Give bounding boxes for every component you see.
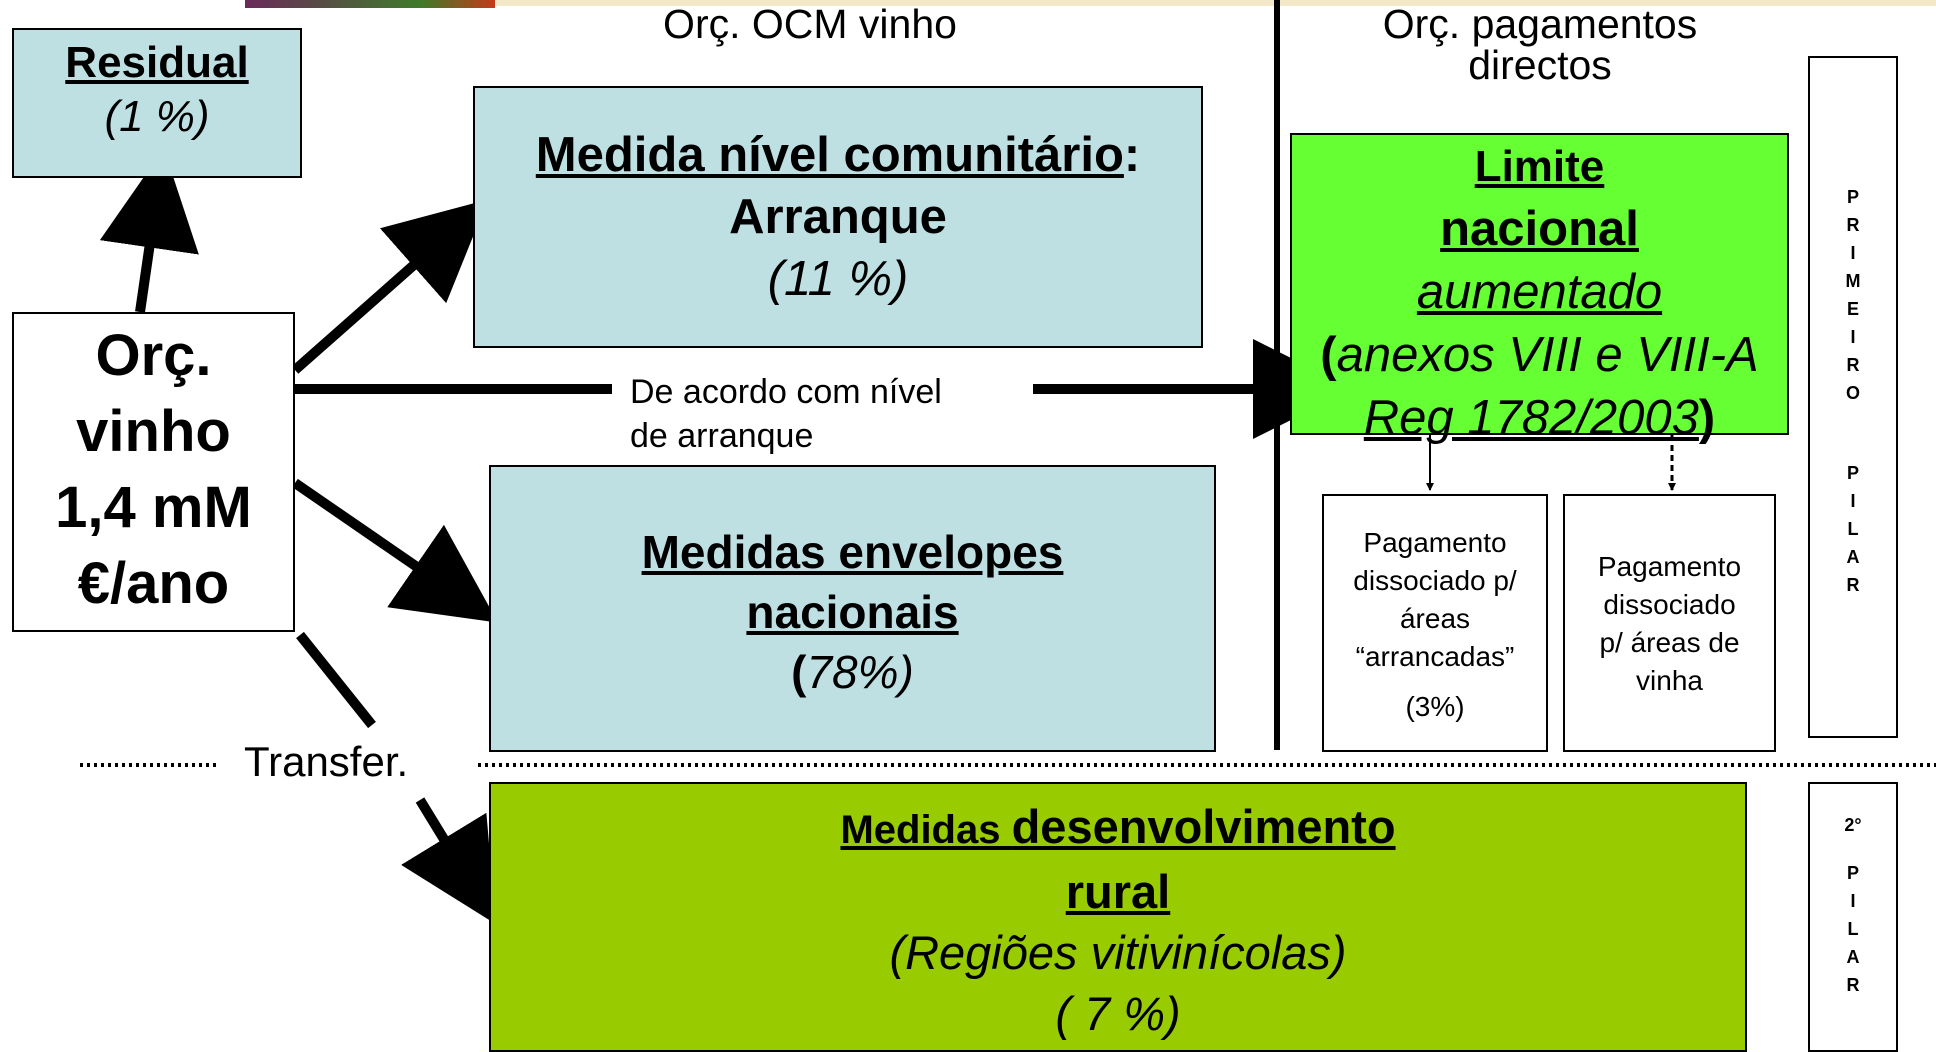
arrow-to-envelopes xyxy=(292,478,498,623)
desenvolvimento-pct: ( 7 %) xyxy=(1055,987,1181,1040)
arrow-to-residual xyxy=(99,148,199,313)
limite-line4: (anexos VIII e VIII-A xyxy=(1292,324,1787,387)
limite-nacional-box: Limite nacional aumentado (anexos VIII e… xyxy=(1290,133,1789,445)
medidas-envelopes-pct-rest: 78%) xyxy=(806,646,914,698)
residual-title: Residual xyxy=(65,38,249,87)
sp-0: 2° xyxy=(1844,815,1862,835)
pagamento-vinha-box: Pagamento dissociado p/ áreas de vinha xyxy=(1563,494,1776,752)
limite-line5-close: ) xyxy=(1698,391,1716,445)
pp-13: R xyxy=(1846,575,1860,595)
medida-comunitario-title: Medida nível comunitário xyxy=(535,128,1124,182)
sp-5: A xyxy=(1846,947,1860,967)
sp-6: R xyxy=(1846,975,1860,995)
limite-line3: aumentado xyxy=(1416,265,1663,319)
pp-12: A xyxy=(1846,547,1860,567)
medida-comunitario-box: Medida nível comunitário: Arranque (11 %… xyxy=(473,86,1203,348)
transfer-label: Transfer. xyxy=(240,738,413,786)
pag-arr-pct: (3%) xyxy=(1405,691,1465,722)
pp-4: E xyxy=(1846,299,1859,319)
orc-vinho-line3: 1,4 mM xyxy=(55,475,252,540)
sp-2: P xyxy=(1846,863,1859,883)
medida-comunitario-colon: : xyxy=(1123,128,1141,182)
sp-1 xyxy=(1808,839,1898,859)
header-accent-strip xyxy=(495,0,1936,6)
desenvolvimento-subtitle: (Regiões vitivinícolas) xyxy=(889,926,1347,979)
pagamento-arrancadas-box: Pagamento dissociado p/ áreas “arrancada… xyxy=(1322,494,1548,752)
arranque-label-line1: De acordo com nível xyxy=(630,373,942,411)
sp-4: L xyxy=(1847,919,1859,939)
desenvolvimento-title: Medidas desenvolvimento xyxy=(491,796,1745,861)
arrow-to-comunitario xyxy=(291,199,488,374)
orc-vinho-box: Orç. vinho 1,4 mM €/ano xyxy=(12,312,295,632)
pp-2: I xyxy=(1850,243,1856,263)
medidas-envelopes-title2: nacionais xyxy=(746,586,959,638)
pp-6: R xyxy=(1846,355,1860,375)
pp-3: M xyxy=(1845,271,1861,291)
medida-comunitario-pct: (11 %) xyxy=(767,252,909,306)
pp-11: L xyxy=(1847,519,1859,539)
medidas-envelopes-box: Medidas envelopes nacionais (78%) xyxy=(489,465,1216,752)
pp-7: O xyxy=(1845,383,1860,403)
pp-9: P xyxy=(1846,463,1859,483)
primeiro-pilar-box xyxy=(1808,56,1898,738)
limite-line4-open: ( xyxy=(1320,328,1337,382)
pag-vinha-line2: dissociado xyxy=(1603,589,1736,620)
limite-line1: Limite xyxy=(1474,142,1605,191)
desenvolvimento-rural-box: Medidas desenvolvimento rural (Regiões v… xyxy=(489,782,1747,1052)
medida-comunitario-title-line: Medida nível comunitário: xyxy=(475,124,1201,186)
arranque-label-line2: de arranque xyxy=(630,417,814,455)
pp-1: R xyxy=(1846,215,1860,235)
pp-10: I xyxy=(1850,491,1856,511)
medida-comunitario-subtitle: Arranque xyxy=(729,190,947,244)
limite-line5: Reg 1782/2003) xyxy=(1292,387,1787,450)
header-pagamentos-directos: Orç. pagamentos directos xyxy=(1330,4,1750,86)
orc-vinho-line1: Orç. xyxy=(95,323,212,388)
sp-3: I xyxy=(1850,891,1856,911)
arrow-transfer-lower xyxy=(401,797,496,925)
header-pagamentos-line1: Orç. pagamentos xyxy=(1382,1,1698,47)
desenvolvimento-title2: rural xyxy=(1065,865,1171,918)
pag-vinha-line1: Pagamento xyxy=(1597,551,1742,582)
desenvolvimento-title-b: desenvolvimento xyxy=(1011,800,1396,853)
medidas-envelopes-title1: Medidas envelopes xyxy=(641,526,1064,578)
pag-arr-line4: “arrancadas” xyxy=(1355,641,1515,672)
pp-8 xyxy=(1808,407,1898,459)
orc-vinho-line4: €/ano xyxy=(77,551,230,616)
residual-pct: (1 %) xyxy=(104,92,210,141)
limite-line5-text: Reg 1782/2003 xyxy=(1363,391,1699,445)
header-ocm-vinho: Orç. OCM vinho xyxy=(663,1,957,47)
pag-vinha-line3: p/ áreas de xyxy=(1599,627,1740,658)
pag-arr-line3: áreas xyxy=(1399,603,1471,634)
arrow-transfer-upper xyxy=(296,631,376,729)
medidas-envelopes-pct: (78%) xyxy=(491,642,1214,702)
medidas-envelopes-pct-open: ( xyxy=(791,646,807,698)
header-pagamentos-line2: directos xyxy=(1468,42,1612,88)
pp-5: I xyxy=(1850,327,1856,347)
pag-vinha-line4: vinha xyxy=(1636,665,1703,696)
limite-line4-text: anexos VIII e VIII-A xyxy=(1336,328,1759,382)
pp-0: P xyxy=(1846,187,1859,207)
orc-vinho-line2: vinho xyxy=(76,399,231,464)
pag-arr-line2: dissociado p/ xyxy=(1353,565,1517,596)
arranque-label: De acordo com nível de arranque xyxy=(612,360,1033,470)
desenvolvimento-title-a: Medidas xyxy=(840,808,1012,852)
limite-line2: nacional xyxy=(1440,202,1639,256)
segundo-pilar-text: 2° P I L A R xyxy=(1808,811,1898,999)
pag-arr-line1: Pagamento xyxy=(1363,527,1507,558)
primeiro-pilar-text: P R I M E I R O P I L A R xyxy=(1808,183,1898,599)
residual-box: Residual (1 %) xyxy=(12,28,302,178)
header-photo-strip xyxy=(245,0,495,8)
segundo-pilar-box xyxy=(1808,782,1898,1052)
